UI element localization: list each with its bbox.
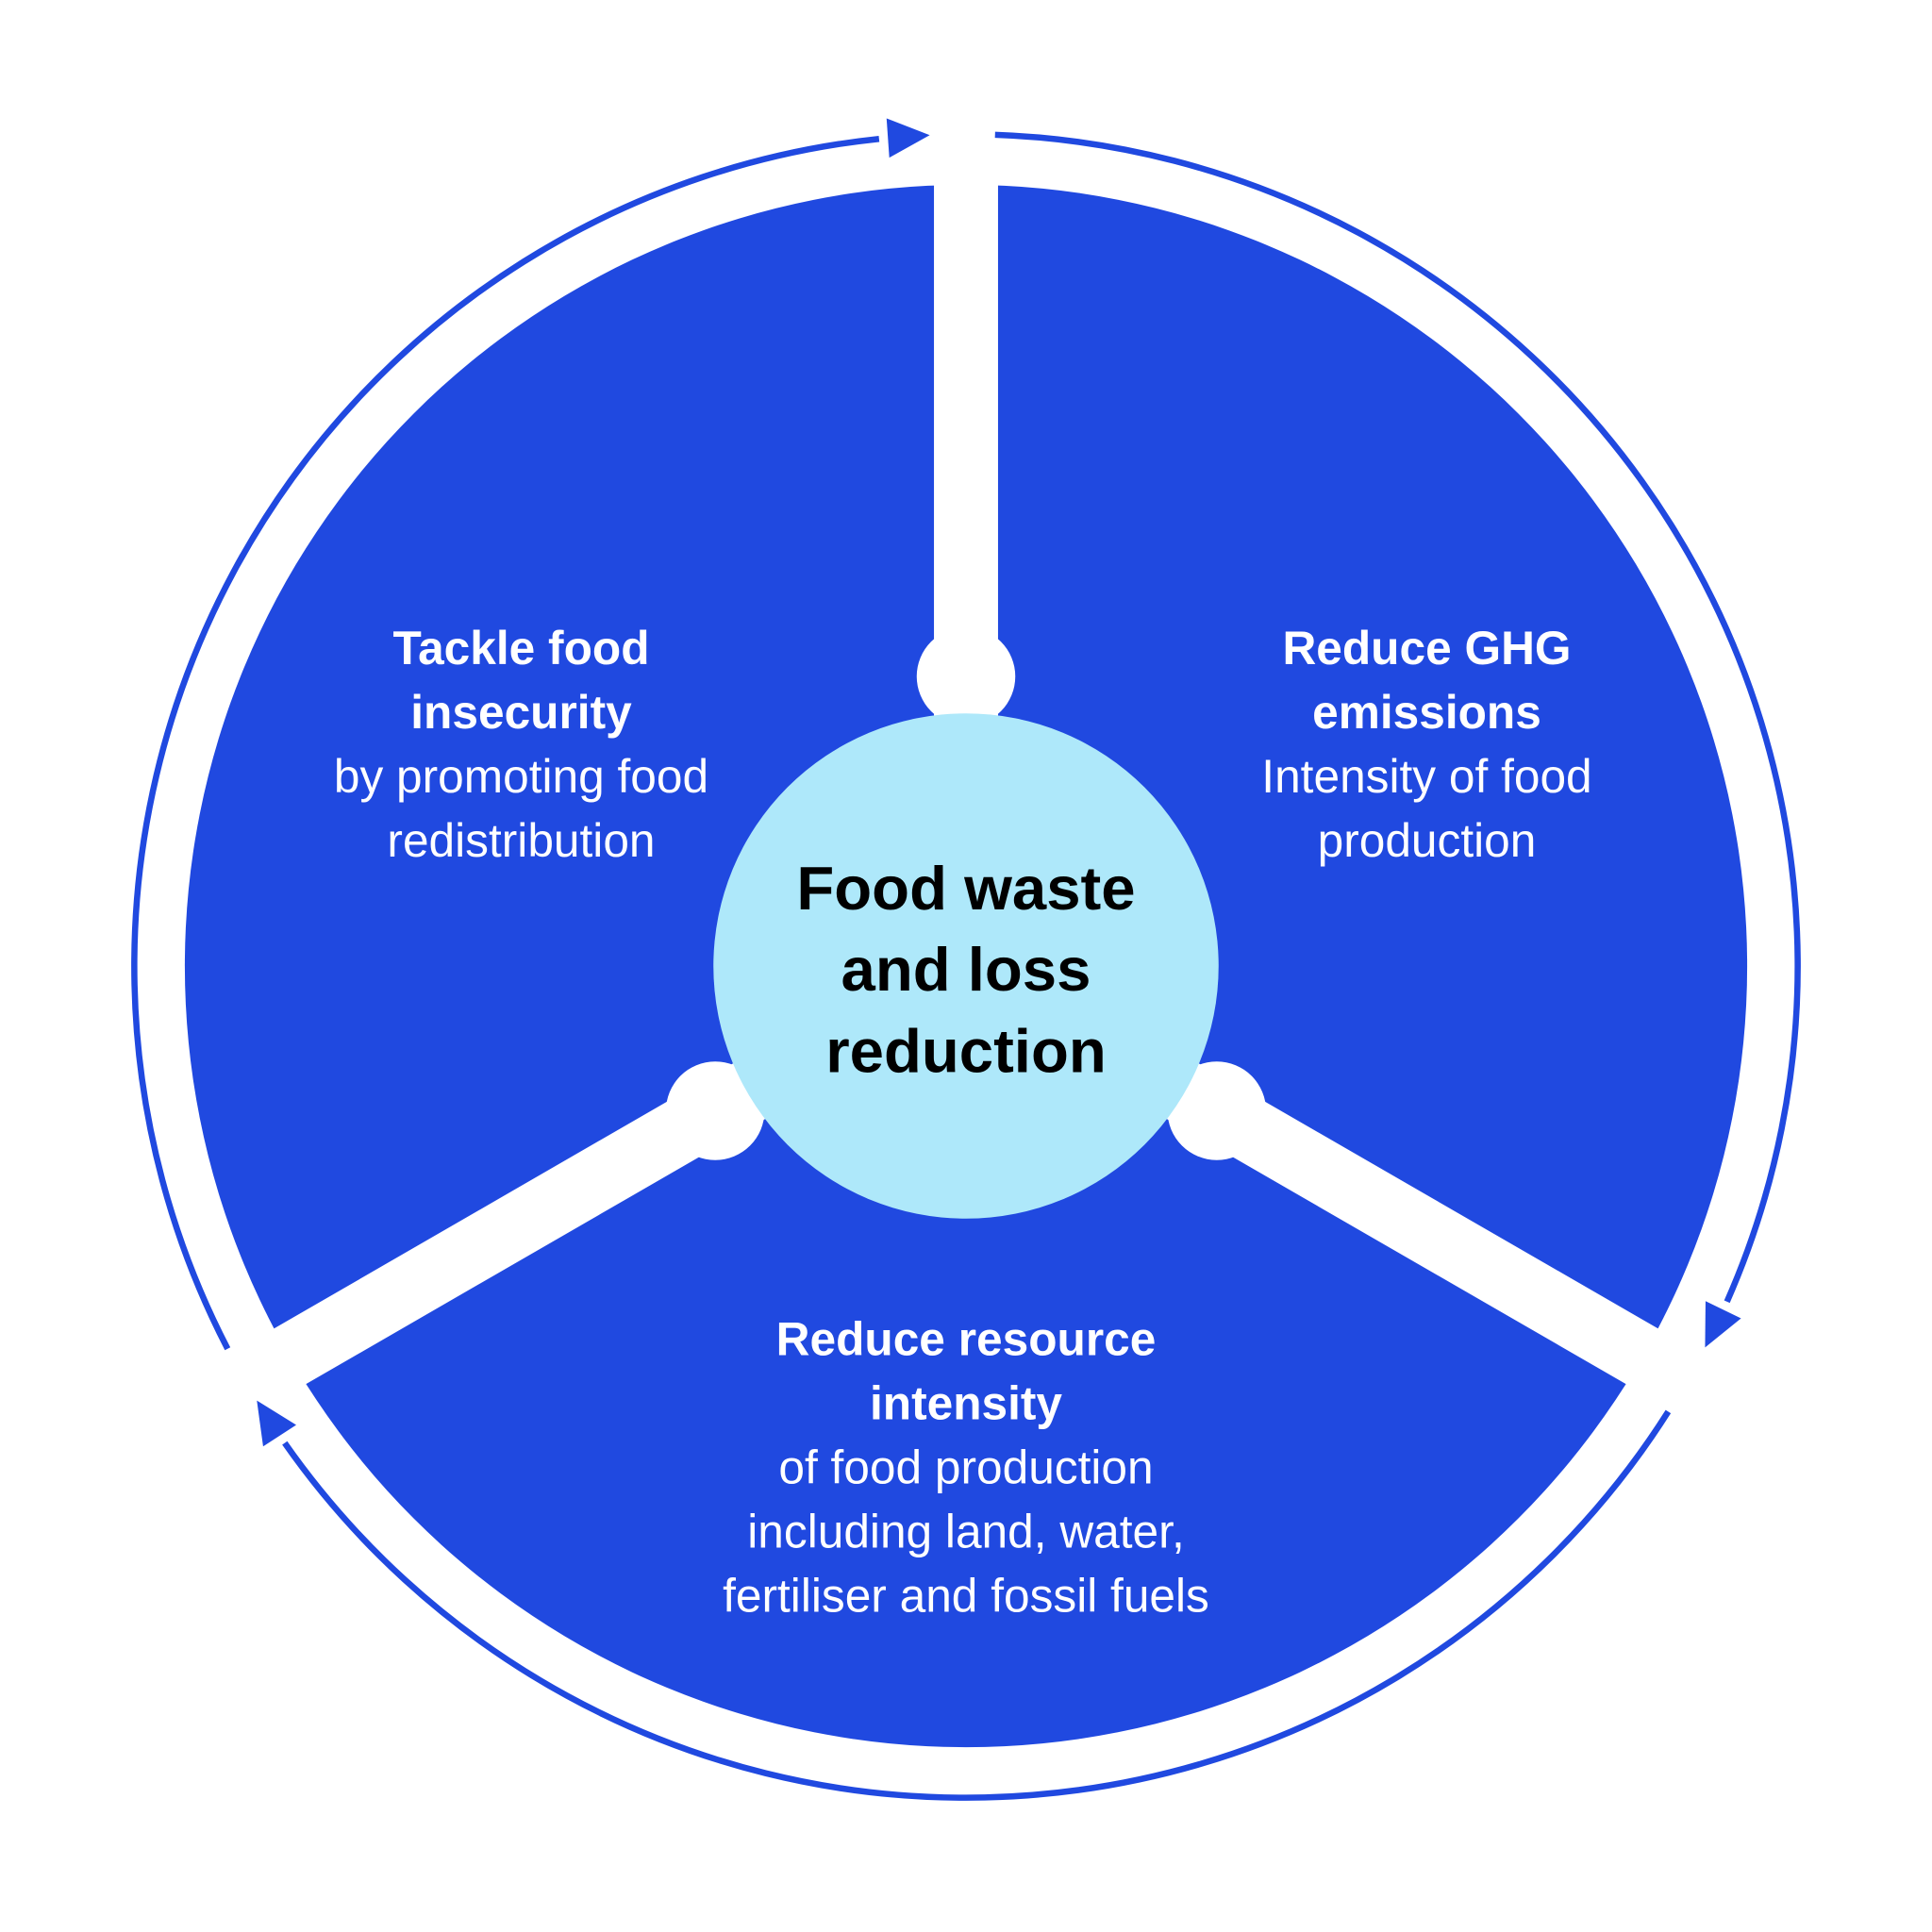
segment-title: Reduce GHG — [1282, 622, 1571, 675]
cycle-arrow-arc — [282, 1409, 1672, 1801]
segment-title: emissions — [1312, 686, 1541, 739]
segment-title: Reduce resource — [776, 1313, 1157, 1366]
cycle-arrow-arc — [994, 131, 1801, 1304]
segment-body: fertiliser and fossil fuels — [723, 1569, 1209, 1622]
cycle-arrow-arc — [131, 135, 880, 1351]
segment-body: including land, water, — [747, 1505, 1184, 1557]
arrowhead-icon — [886, 118, 930, 158]
segment-resource-intensity: Reduce resource intensity of food produc… — [723, 1313, 1209, 1623]
center-title-line3: reduction — [825, 1016, 1106, 1085]
segment-body: redistribution — [387, 814, 655, 867]
segment-ghg-emissions: Reduce GHG emissions Intensity of food p… — [1261, 622, 1591, 867]
segment-title: Tackle food — [392, 622, 649, 675]
arrowhead-icon — [257, 1400, 296, 1447]
segment-title: intensity — [870, 1377, 1062, 1430]
divider-fillet — [916, 626, 1016, 726]
segment-title: insecurity — [410, 686, 632, 739]
segment-food-insecurity: Tackle food insecurity by promoting food… — [334, 622, 708, 867]
cycle-arrows — [131, 118, 1801, 1801]
divider-fillet — [665, 1061, 765, 1160]
segment-body: production — [1318, 814, 1537, 867]
segment-body: Intensity of food — [1261, 750, 1591, 803]
center-title-line1: Food waste — [796, 854, 1135, 923]
center-circle — [713, 713, 1219, 1219]
divider-fillet — [1167, 1061, 1267, 1160]
arrowhead-icon — [1705, 1301, 1741, 1348]
center-title-line2: and loss — [841, 935, 1091, 1004]
segment-body: by promoting food — [334, 750, 708, 803]
segment-body: of food production — [778, 1441, 1153, 1494]
